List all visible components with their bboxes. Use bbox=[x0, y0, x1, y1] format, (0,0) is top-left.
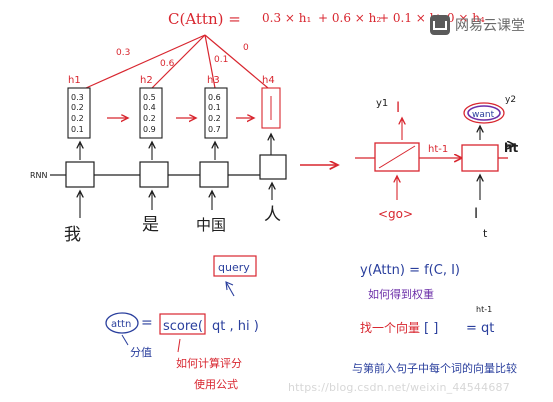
word-2: 是 bbox=[142, 215, 159, 235]
weight-4: 0 bbox=[243, 43, 249, 53]
h3-v2: 0.1 bbox=[208, 103, 221, 112]
how-compute-label: 如何计算评分 bbox=[176, 356, 242, 370]
h1-v4: 0.1 bbox=[71, 125, 84, 134]
formula-term-3: + 0.1 × h₃ bbox=[379, 11, 442, 25]
y2-red-circle bbox=[463, 102, 505, 124]
h3-v1: 0.6 bbox=[208, 93, 221, 102]
word-3: 中国 bbox=[196, 216, 226, 234]
decoder-h-t-minus-1: ht-1 bbox=[428, 144, 448, 155]
score-args: qt , hi ) bbox=[212, 319, 259, 334]
query-label: query bbox=[218, 261, 250, 274]
ht1-sup: ht-1 bbox=[476, 305, 492, 314]
formula-lhs: C(Attn) = bbox=[168, 10, 241, 28]
word-4: 人 bbox=[264, 205, 281, 225]
decoder-h-t: ht bbox=[504, 141, 519, 155]
formula-term-2: + 0.6 × h₂ bbox=[318, 11, 381, 25]
h2-v1: 0.5 bbox=[143, 93, 156, 102]
attn-label: attn bbox=[111, 319, 131, 330]
hidden-label-2: h2 bbox=[140, 75, 153, 86]
weight-2: 0.6 bbox=[160, 59, 175, 69]
h3-v4: 0.7 bbox=[208, 125, 221, 134]
encoder-row bbox=[50, 154, 287, 188]
svg-text:=: = bbox=[141, 315, 153, 331]
y2-purple-circle bbox=[467, 105, 501, 121]
h3-v3: 0.2 bbox=[208, 114, 221, 123]
decoder-y1-label: y1 bbox=[376, 98, 388, 109]
decoder-row bbox=[355, 142, 508, 172]
hidden-label-4: h4 bbox=[262, 75, 275, 86]
netease-cloud-classroom-icon bbox=[430, 15, 450, 35]
decoder-go-token: <go> bbox=[378, 207, 413, 221]
decoder-input-sub: t bbox=[483, 227, 488, 240]
weight-3: 0.1 bbox=[214, 55, 228, 65]
formula-term-1: 0.3 × h₁ bbox=[262, 11, 311, 25]
find-vector-label: 找一个向量 bbox=[360, 320, 420, 335]
how-weight-label: 如何得到权重 bbox=[368, 287, 434, 301]
h2-v3: 0.2 bbox=[143, 114, 156, 123]
equals-qt: = qt bbox=[466, 321, 494, 336]
use-formula-label: 使用公式 bbox=[194, 378, 238, 391]
decoder-input-token: I bbox=[474, 206, 478, 222]
hidden-vector-4 bbox=[261, 87, 281, 129]
hidden-label-3: h3 bbox=[207, 75, 220, 86]
query-box bbox=[213, 255, 257, 277]
score-label: score( bbox=[163, 319, 203, 334]
compare-note: 与第前入句子中每个词的向量比较 bbox=[352, 361, 517, 375]
watermark: https://blog.csdn.net/weixin_44544687 bbox=[288, 381, 510, 394]
decoder-y1-value: I bbox=[396, 100, 400, 116]
logo-text: 网易云课堂 bbox=[455, 18, 525, 34]
logo: 网易云课堂 bbox=[430, 14, 548, 36]
h1-v1: 0.3 bbox=[71, 93, 84, 102]
h1-v3: 0.2 bbox=[71, 114, 84, 123]
h2-v4: 0.9 bbox=[143, 125, 156, 134]
decoder-y2-label: y2 bbox=[505, 95, 516, 105]
fen-zhi-label: 分值 bbox=[130, 346, 152, 359]
rnn-label: RNN bbox=[30, 171, 48, 180]
attn-circle bbox=[105, 312, 139, 334]
word-1: 我 bbox=[64, 225, 81, 245]
score-box bbox=[159, 313, 206, 335]
y-formula: y(Attn) = f(C, I) bbox=[360, 263, 460, 278]
weight-1: 0.3 bbox=[116, 48, 130, 58]
bracket: [ ] bbox=[424, 321, 438, 336]
attention-links bbox=[85, 34, 269, 89]
h1-v2: 0.2 bbox=[71, 103, 84, 112]
hidden-vector-2: 0.5 0.4 0.2 0.9 bbox=[139, 87, 163, 139]
hidden-label-1: h1 bbox=[68, 75, 81, 86]
h2-v2: 0.4 bbox=[143, 103, 156, 112]
hidden-vector-1: 0.3 0.2 0.2 0.1 bbox=[67, 87, 91, 139]
decoder-y2-value: want bbox=[472, 110, 495, 120]
hidden-vector-3: 0.6 0.1 0.2 0.7 bbox=[204, 87, 228, 139]
